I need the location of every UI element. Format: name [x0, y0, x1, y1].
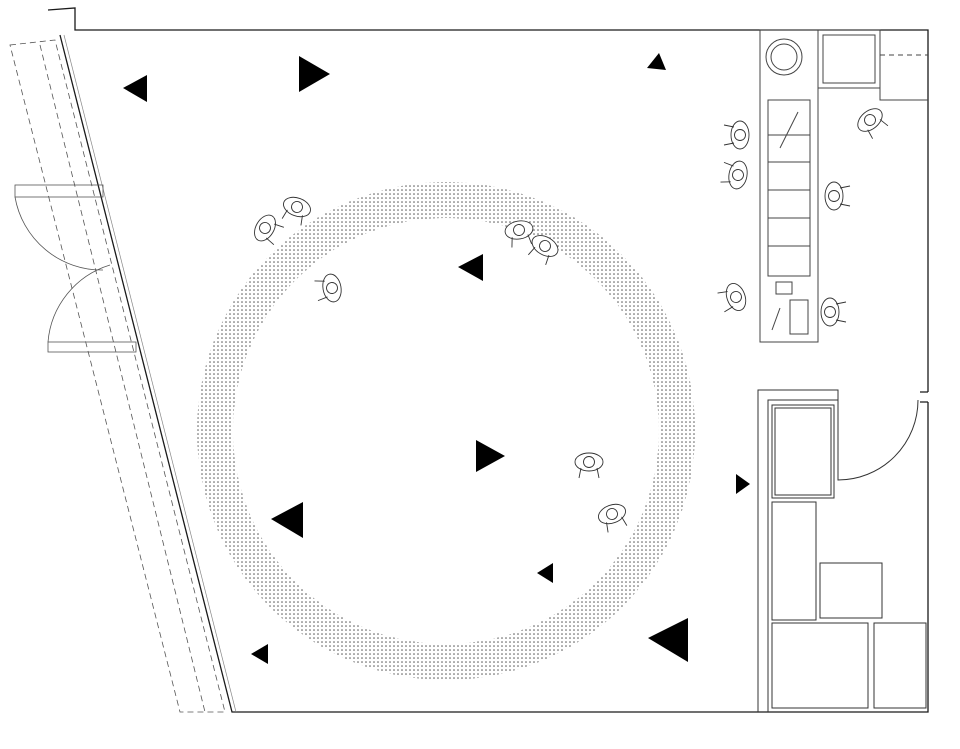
circular-ring [197, 182, 696, 680]
triangle-marker [647, 53, 666, 70]
walls [47, 7, 929, 713]
triangle-marker [251, 644, 268, 664]
person-figure [719, 157, 750, 191]
person-figure [277, 193, 314, 228]
door-swing [47, 264, 111, 343]
entrance-area [9, 39, 226, 713]
person-figure [853, 103, 892, 142]
person-figure [824, 181, 851, 211]
person-figure [723, 120, 750, 150]
door-leaf [14, 184, 104, 198]
bar-counter [759, 29, 928, 343]
triangle-markers [123, 53, 750, 664]
person-figure [595, 500, 632, 535]
triangle-marker [537, 563, 553, 583]
back-room [757, 389, 927, 712]
triangle-marker [648, 618, 688, 662]
person-figure [249, 210, 287, 249]
person-figure [820, 297, 847, 327]
triangle-marker [299, 56, 330, 92]
triangle-marker [271, 502, 303, 538]
triangle-marker [458, 254, 483, 281]
person-figure [715, 280, 750, 317]
door-swing [14, 196, 104, 271]
people [249, 103, 892, 535]
triangle-marker [736, 474, 750, 494]
person-figure [574, 452, 604, 479]
triangle-marker [123, 75, 147, 102]
triangle-marker [476, 440, 505, 472]
door-leaf [47, 341, 137, 353]
person-figure [313, 272, 344, 306]
